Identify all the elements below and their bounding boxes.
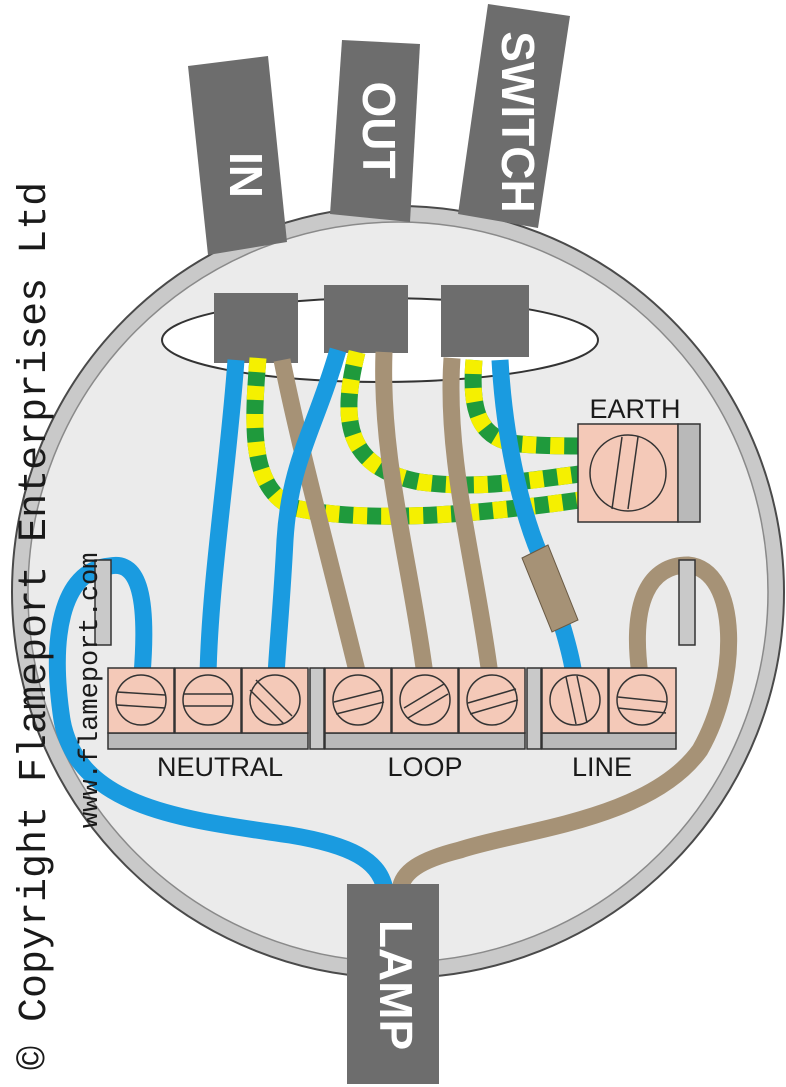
terminal-screw-icon — [332, 674, 384, 726]
screw-slot — [184, 693, 232, 707]
loop-label: LOOP — [387, 752, 462, 782]
earth-screw-icon — [589, 434, 667, 512]
screw-slot — [617, 696, 667, 714]
line-wire-out — [375, 351, 434, 677]
terminal-neutral-3 — [241, 667, 309, 734]
screw-slot — [333, 689, 385, 715]
terminal-divider-2 — [526, 667, 542, 750]
screw-slot — [467, 688, 519, 715]
terminal-base-neutral — [107, 732, 309, 750]
terminal-screw-icon — [466, 674, 518, 726]
line-label: LINE — [572, 752, 632, 782]
neutral-wire-lamp — [48, 556, 394, 892]
terminal-divider-1 — [309, 667, 325, 750]
sheath-switch-inner — [441, 285, 529, 357]
neutral-wire-out — [267, 347, 347, 676]
terminal-screw-icon — [399, 674, 451, 726]
terminal-base-line — [541, 732, 677, 750]
terminal-screw-icon — [115, 674, 167, 726]
earth-wire-in — [246, 357, 582, 525]
cable-lamp: LAMP — [347, 884, 439, 1084]
line-wires — [273, 351, 738, 892]
line-wire-in — [273, 358, 367, 678]
sheath-in-inner — [214, 293, 298, 363]
cable-lamp-label: LAMP — [370, 920, 422, 1050]
cable-switch: SWITCH — [458, 4, 570, 228]
sheath-out-inner — [324, 285, 408, 353]
screw-slot — [611, 436, 639, 510]
terminal-screw-icon — [549, 674, 601, 726]
neutral-wire-in — [199, 359, 245, 676]
earth-label: EARTH — [589, 394, 680, 424]
terminal-screw-icon — [182, 674, 234, 726]
cable-out-label: OUT — [353, 81, 405, 178]
neutral-wire-switch — [491, 359, 548, 559]
cable-in: IN — [188, 56, 287, 255]
terminal-neutral-2 — [174, 667, 242, 734]
line-wire-lamp — [391, 556, 738, 892]
terminal-line-1 — [541, 667, 609, 734]
line-wire-switch — [442, 357, 499, 677]
neutral-wires — [48, 347, 583, 892]
switch-wire-sleeve — [521, 544, 579, 633]
screw-slot — [249, 679, 293, 725]
terminal-block — [107, 667, 677, 750]
earth-wire-out — [340, 349, 582, 494]
earth-terminal — [577, 423, 701, 523]
terminal-loop-1 — [324, 667, 392, 734]
cable-out: OUT — [330, 40, 420, 222]
terminal-loop-3 — [458, 667, 526, 734]
terminal-base-loop — [324, 732, 526, 750]
terminal-neutral-1 — [107, 667, 175, 734]
screw-slot — [565, 675, 588, 725]
screw-slot — [403, 683, 449, 719]
cable-in-label: IN — [220, 152, 272, 198]
neutral-label: NEUTRAL — [157, 752, 283, 782]
cable-clamp-left — [94, 559, 112, 646]
cable-switch-label: SWITCH — [492, 31, 544, 212]
terminal-loop-2 — [391, 667, 459, 734]
screw-slot — [116, 691, 166, 709]
website-text: www.flameport.com — [76, 553, 106, 828]
terminal-line-2 — [608, 667, 677, 734]
copyright-text: © Copyright Flameport Enterprises Ltd — [13, 182, 58, 1070]
cable-clamp-right — [678, 559, 696, 646]
